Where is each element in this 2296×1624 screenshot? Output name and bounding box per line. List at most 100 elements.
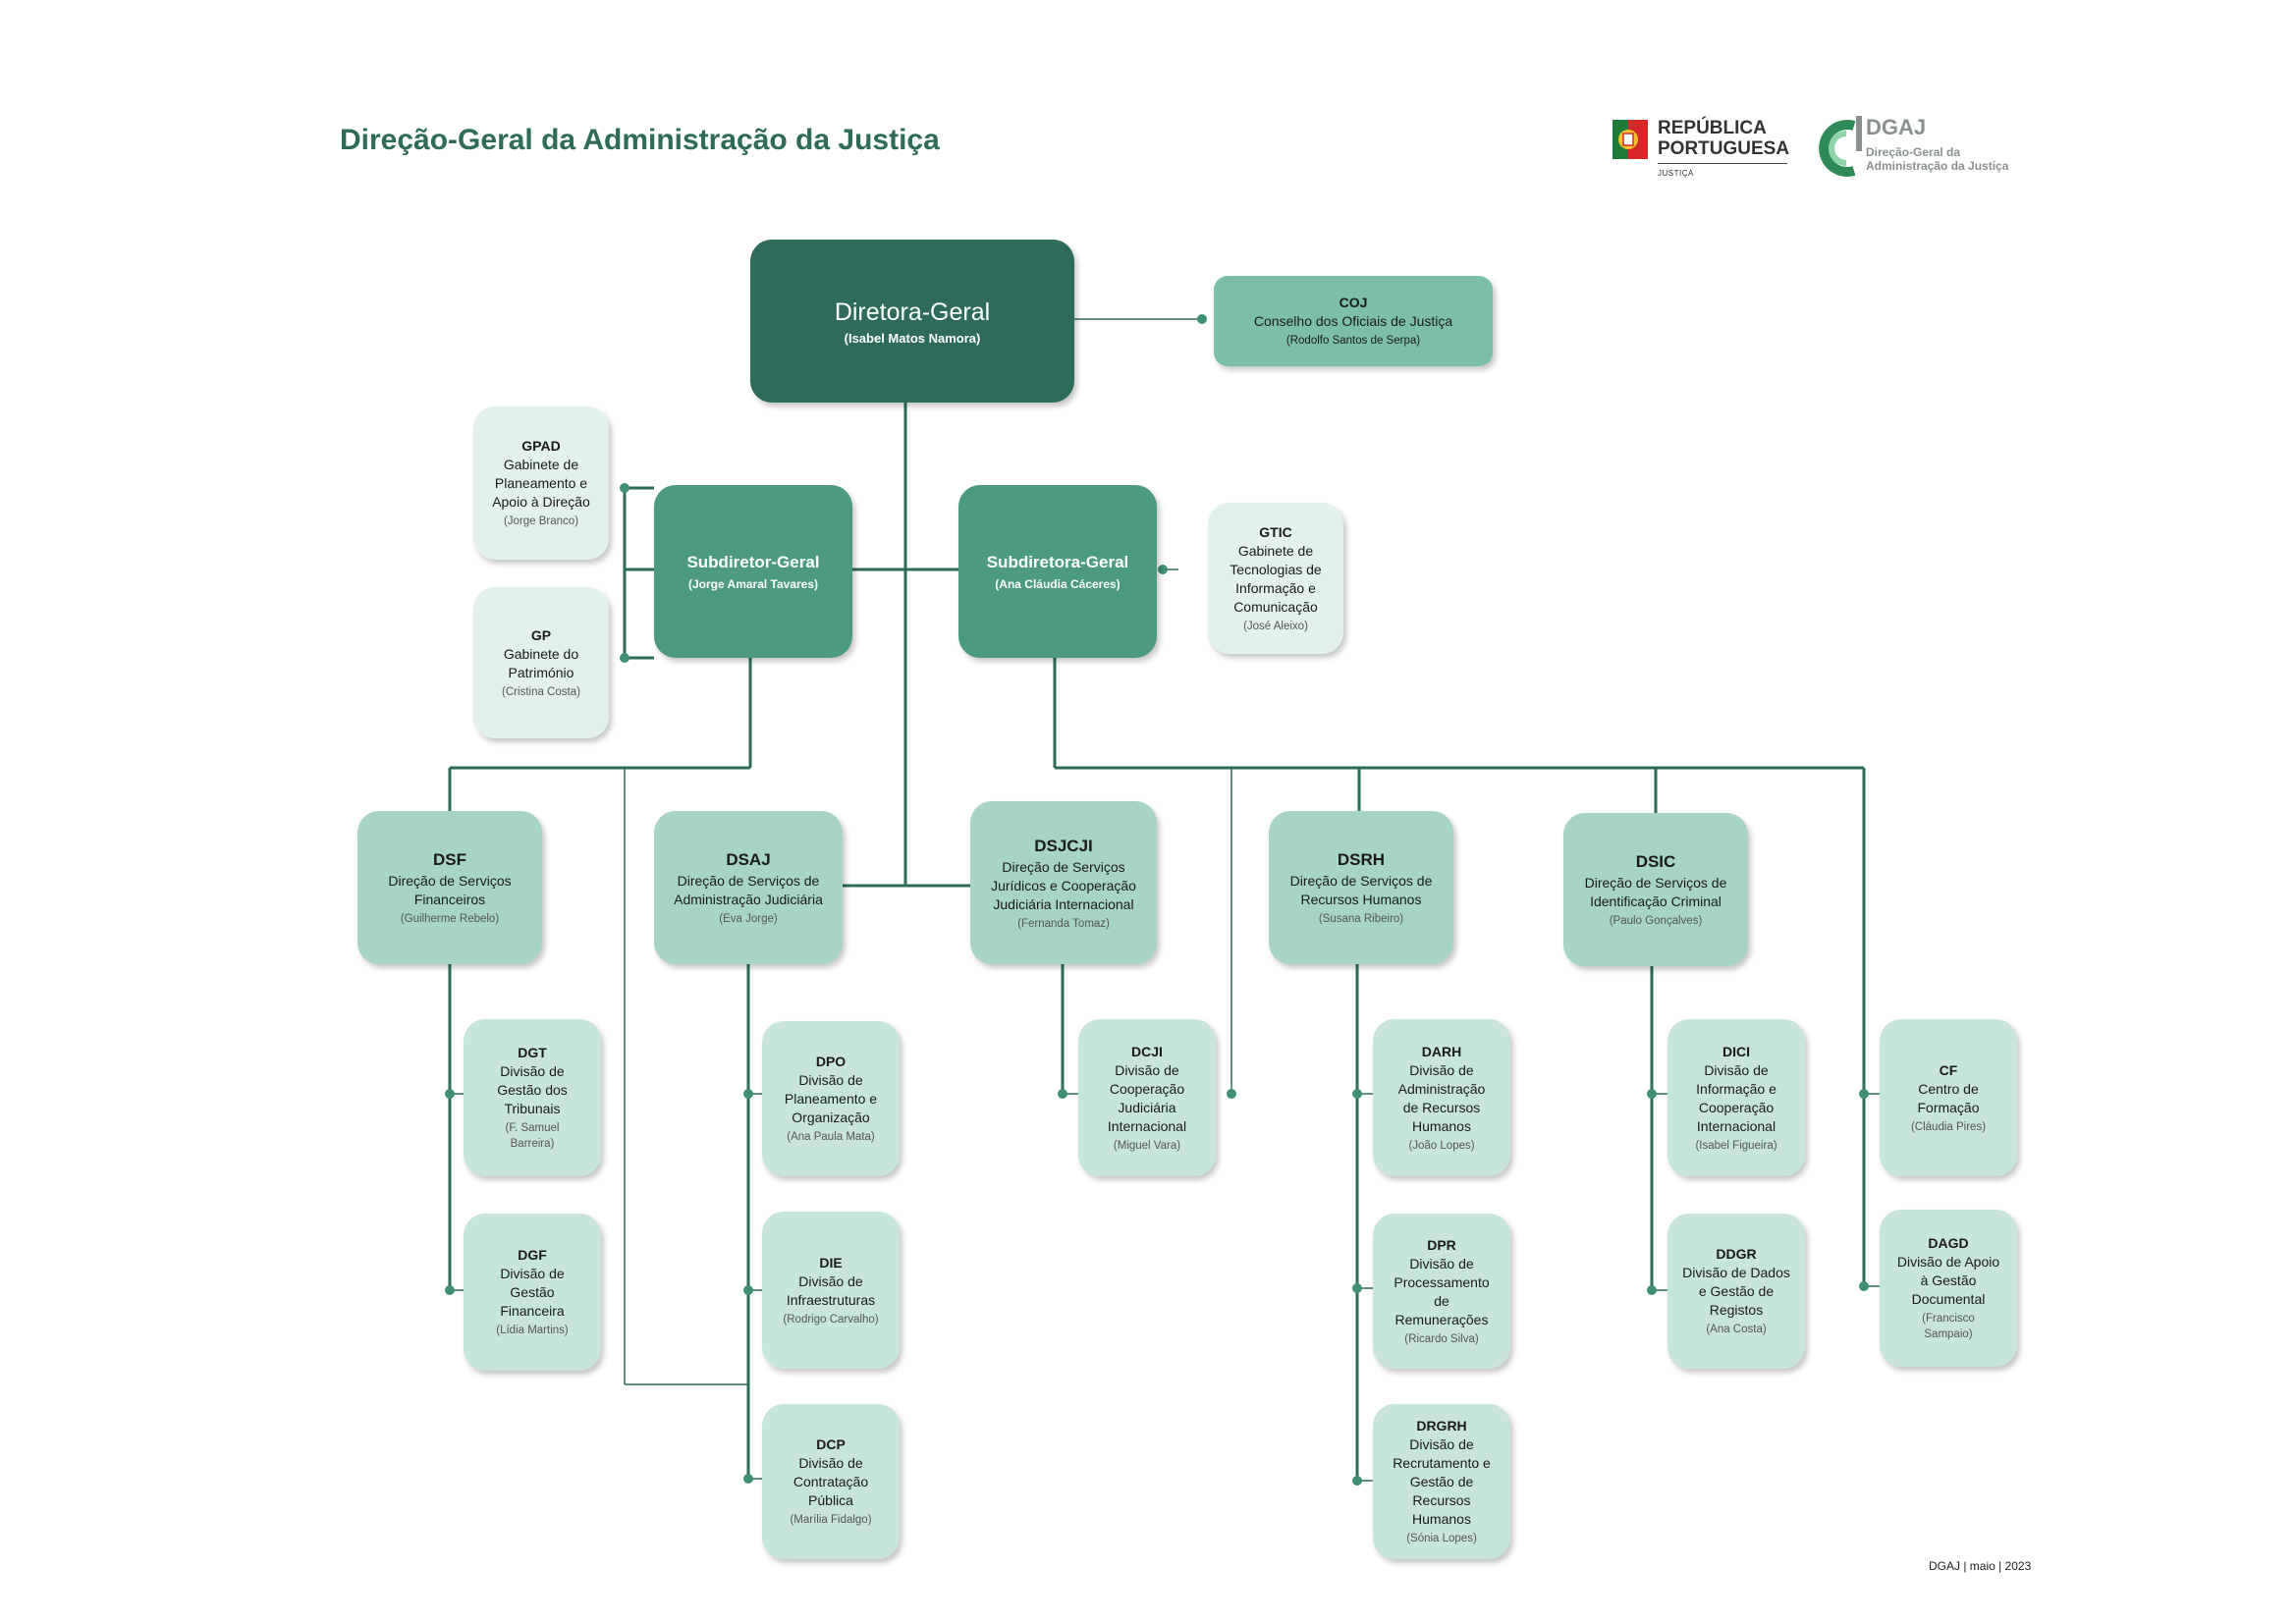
dsjcji-box: DSJCJI Direção de Serviços Jurídicos e C…	[970, 801, 1157, 964]
subdiretora-geral-person: (Ana Cláudia Cáceres)	[995, 577, 1121, 591]
dcji-abbr: DCJI	[1131, 1043, 1163, 1059]
dgaj-logo-subtext: Direção-Geral da Administração da Justiç…	[1866, 145, 2009, 173]
coj-person: (Rodolfo Santos de Serpa)	[1285, 335, 1421, 347]
die-person: (Rodrigo Carvalho)	[783, 1313, 879, 1326]
dcji-person: (Miguel Vara)	[1113, 1139, 1181, 1152]
dici-box: DICI Divisão de Informação e Cooperação …	[1667, 1019, 1805, 1176]
cf-box: CF Centro de Formação (Cláudia Pires)	[1880, 1019, 2017, 1176]
dpo-box: DPO Divisão de Planeamento e Organização…	[762, 1021, 900, 1176]
dsjcji-abbr: DSJCJI	[1034, 836, 1093, 855]
dcp-name: Divisão de Contratação Pública	[793, 1455, 869, 1508]
gp-abbr: GP	[530, 626, 552, 643]
dcp-abbr: DCP	[816, 1436, 846, 1452]
cf-abbr: CF	[1939, 1061, 1958, 1078]
dsic-box: DSIC Direção de Serviços de Identificaçã…	[1563, 813, 1748, 966]
dici-person: (Isabel Figueira)	[1695, 1139, 1777, 1152]
cf-name: Centro de Formação	[1917, 1080, 1980, 1115]
dici-name: Divisão de Informação e Cooperação Inter…	[1696, 1061, 1777, 1134]
darh-person: (João Lopes)	[1408, 1139, 1475, 1152]
dsjcji-name: Direção de Serviços Jurídicos e Cooperaç…	[991, 858, 1136, 912]
die-box: DIE Divisão de Infraestruturas (Rodrigo …	[762, 1212, 900, 1369]
subdiretor-geral-box: Subdiretor-Geral (Jorge Amaral Tavares)	[654, 485, 852, 658]
dgf-person: (Lídia Martins)	[496, 1325, 569, 1336]
coj-box: COJ Conselho dos Oficiais de Justiça (Ro…	[1214, 276, 1493, 366]
diretora-geral-title: Diretora-Geral	[834, 298, 991, 326]
dsf-person: (Guilherme Rebelo)	[400, 913, 500, 925]
dcp-person: (Marília Fidalgo)	[790, 1514, 872, 1526]
die-name: Divisão de Infraestruturas	[786, 1272, 876, 1308]
ddgr-box: DDGR Divisão de Dados e Gestão de Regist…	[1667, 1214, 1805, 1369]
gpad-box: GPAD Gabinete de Planeamento e Apoio à D…	[473, 406, 609, 560]
darh-abbr: DARH	[1421, 1043, 1462, 1059]
dgt-box: DGT Divisão de Gestão dos Tribunais (F. …	[464, 1019, 601, 1176]
darh-name: Divisão de Administração de Recursos Hum…	[1397, 1061, 1486, 1134]
dcji-box: DCJI Divisão de Cooperação Judiciária In…	[1078, 1019, 1216, 1176]
gtic-abbr: GTIC	[1259, 523, 1292, 540]
subdiretora-geral-title: Subdiretora-Geral	[986, 553, 1129, 571]
dpr-person: (Ricardo Silva)	[1404, 1332, 1479, 1345]
gpad-person: (Jorge Branco)	[503, 515, 579, 527]
subdiretora-geral-box: Subdiretora-Geral (Ana Cláudia Cáceres)	[958, 485, 1157, 658]
dsf-box: DSF Direção de Serviços Financeiros (Gui…	[357, 811, 542, 964]
drgrh-name: Divisão de Recrutamento e Gestão de Recu…	[1393, 1436, 1491, 1527]
coj-name: Conselho dos Oficiais de Justiça	[1253, 313, 1453, 329]
footer-note: DGAJ | maio | 2023	[1929, 1559, 2032, 1573]
drgrh-abbr: DRGRH	[1416, 1418, 1467, 1434]
dsrh-person: (Susana Ribeiro)	[1318, 913, 1404, 925]
gpad-name: Gabinete de Planeamento e Apoio à Direçã…	[492, 457, 590, 510]
dgaj-logo-text: DGAJ	[1866, 115, 1927, 139]
page-title: Direção-Geral da Administração da Justiç…	[340, 124, 940, 156]
dsrh-box: DSRH Direção de Serviços de Recursos Hum…	[1269, 811, 1453, 964]
dpr-name: Divisão de Processamento de Remunerações	[1394, 1255, 1490, 1327]
darh-box: DARH Divisão de Administração de Recurso…	[1373, 1019, 1510, 1176]
dagd-name: Divisão de Apoio à Gestão Documental	[1896, 1254, 2000, 1307]
dici-abbr: DICI	[1722, 1043, 1750, 1059]
dsaj-person: (Eva Jorge)	[719, 913, 778, 925]
dsaj-abbr: DSAJ	[726, 850, 771, 869]
dsic-abbr: DSIC	[1635, 852, 1676, 871]
subdiretor-geral-person: (Jorge Amaral Tavares)	[687, 577, 819, 591]
republica-portuguesa-text: REPÚBLICA PORTUGUESA	[1658, 118, 1790, 159]
gtic-person: (José Aleixo)	[1243, 620, 1308, 632]
dsaj-name: Direção de Serviços de Administração Jud…	[674, 873, 823, 907]
dsaj-box: DSAJ Direção de Serviços de Administraçã…	[654, 811, 843, 964]
republica-justica-text: JUSTIÇA	[1658, 169, 1694, 178]
dgf-box: DGF Divisão de Gestão Financeira (Lídia …	[464, 1214, 601, 1371]
dgf-name: Divisão de Gestão Financeira	[500, 1266, 565, 1319]
dsrh-name: Direção de Serviços de Recursos Humanos	[1289, 873, 1433, 907]
gp-person: (Cristina Costa)	[502, 685, 580, 698]
dsrh-abbr: DSRH	[1337, 850, 1386, 869]
dgt-abbr: DGT	[518, 1045, 547, 1060]
dgaj-logo-icon	[1819, 116, 1862, 177]
dpo-abbr: DPO	[815, 1054, 847, 1069]
drgrh-person: (Sónia Lopes)	[1406, 1533, 1477, 1544]
dagd-abbr: DAGD	[1928, 1235, 1969, 1251]
dpo-name: Divisão de Planeamento e Organização	[784, 1072, 878, 1125]
gtic-name: Gabinete de Tecnologias de Informação e …	[1230, 542, 1322, 615]
dgf-abbr: DGF	[518, 1247, 547, 1263]
die-abbr: DIE	[819, 1254, 843, 1271]
dsjcji-person: (Fernanda Tomaz)	[1017, 917, 1110, 930]
coj-abbr: COJ	[1339, 295, 1368, 310]
gpad-abbr: GPAD	[521, 438, 561, 454]
dsf-name: Direção de Serviços Financeiros	[388, 873, 512, 907]
republica-portuguesa-emblem-icon	[1613, 120, 1648, 159]
dpr-box: DPR Divisão de Processamento de Remunera…	[1373, 1214, 1510, 1369]
diretora-geral-box: Diretora-Geral (Isabel Matos Namora)	[750, 240, 1074, 403]
dagd-box: DAGD Divisão de Apoio à Gestão Documenta…	[1880, 1210, 2017, 1367]
dcji-name: Divisão de Cooperação Judiciária Interna…	[1107, 1061, 1187, 1134]
subdiretor-geral-title: Subdiretor-Geral	[686, 553, 820, 571]
logo-divider	[1658, 163, 1787, 164]
diretora-geral-person: (Isabel Matos Namora)	[844, 331, 981, 346]
ddgr-name: Divisão de Dados e Gestão de Registos	[1682, 1265, 1790, 1318]
ddgr-person: (Ana Costa)	[1706, 1324, 1767, 1335]
dsic-name: Direção de Serviços de Identificação Cri…	[1584, 875, 1727, 909]
dgt-name: Divisão de Gestão dos Tribunais	[497, 1063, 568, 1116]
dagd-person: (Francisco Sampaio)	[1922, 1313, 1975, 1340]
gtic-box: GTIC Gabinete de Tecnologias de Informaç…	[1208, 503, 1343, 654]
gp-box: GP Gabinete do Património (Cristina Cost…	[473, 587, 609, 738]
logos: REPÚBLICA PORTUGUESA JUSTIÇA DGAJ Direçã…	[1611, 110, 2043, 189]
dcp-box: DCP Divisão de Contratação Pública (Marí…	[762, 1404, 900, 1559]
dpo-person: (Ana Paula Mata)	[787, 1131, 875, 1143]
